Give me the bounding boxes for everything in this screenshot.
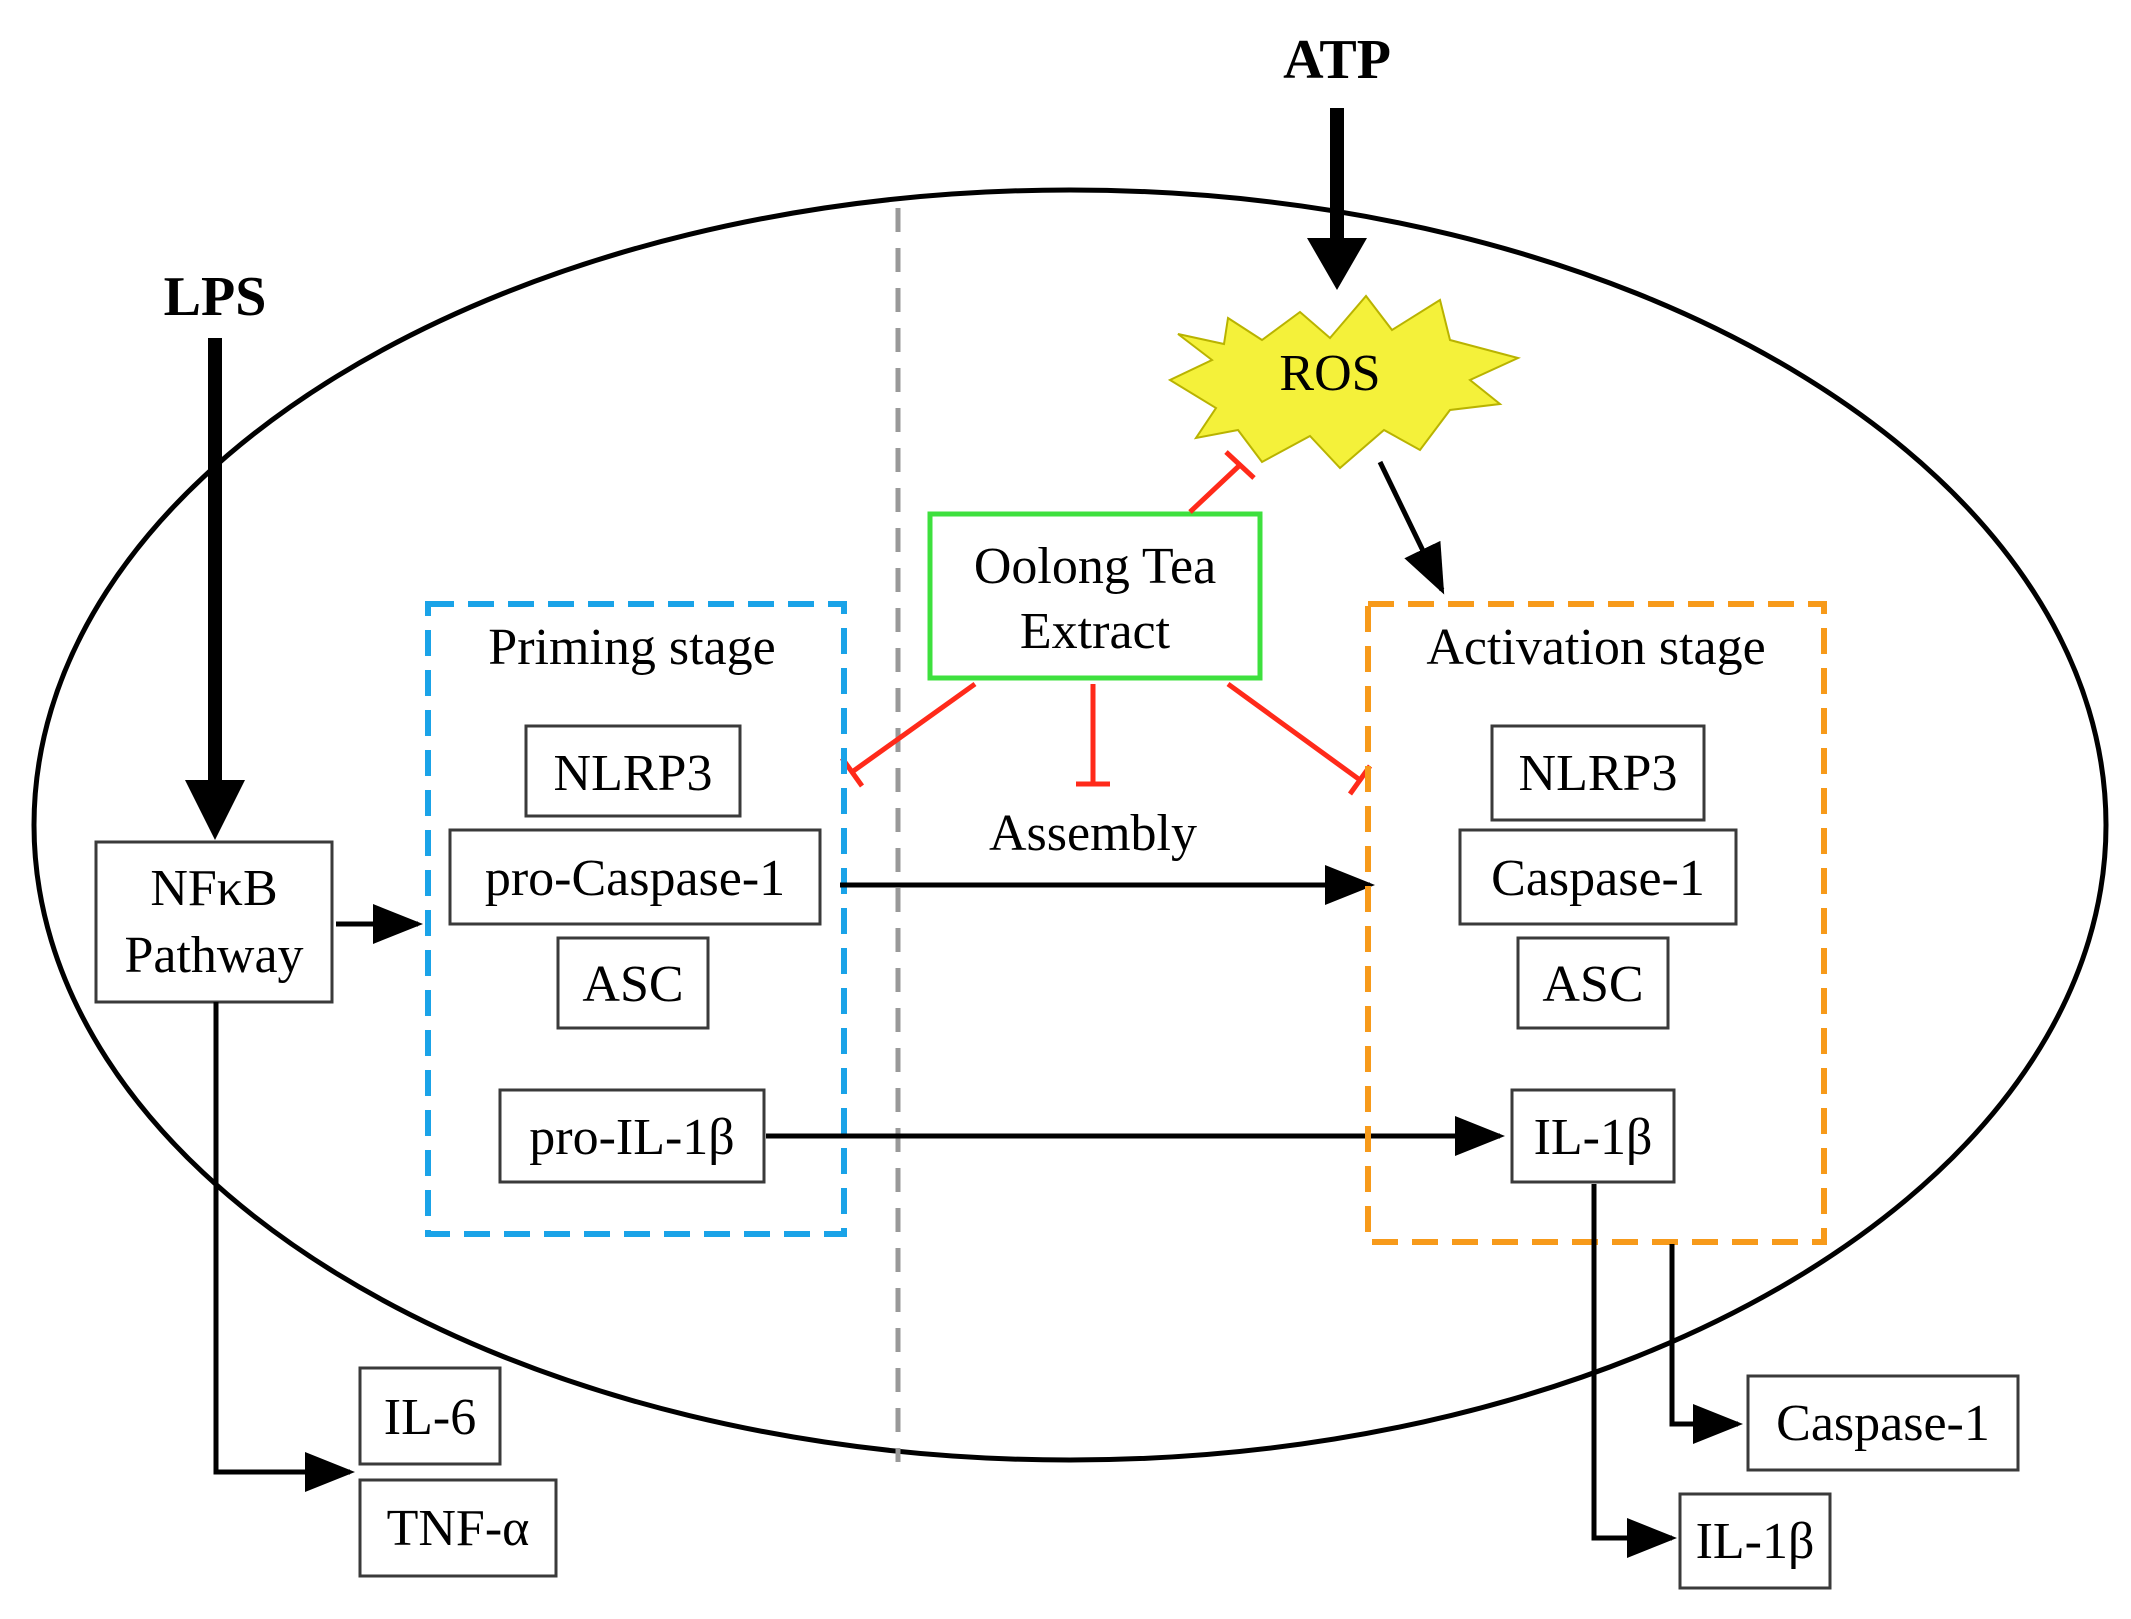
- il6-box: [358, 1366, 502, 1466]
- inhibitor-lines: [839, 450, 1373, 796]
- lps-arrow-head: [185, 780, 245, 840]
- activation-nlrp3-box: [1490, 724, 1706, 822]
- nfkb-label-line2: Pathway: [124, 927, 303, 984]
- nfkb-pathway-box: [94, 840, 334, 1004]
- priming-asc-label: ASC: [582, 956, 683, 1013]
- pro-il1b-label: pro-IL-1β: [529, 1109, 735, 1166]
- caspase1-output-box: [1746, 1374, 2020, 1472]
- inhibit-activation-line: [1226, 681, 1362, 783]
- il1b-output-label: IL-1β: [1696, 1513, 1815, 1570]
- caspase1-output-label: Caspase-1: [1776, 1395, 1990, 1452]
- priming-nlrp3-box: [524, 724, 742, 818]
- priming-stage-box: [425, 601, 847, 1237]
- atp-arrow-shaft: [1330, 108, 1344, 243]
- inhibit-ros-bar: [1224, 450, 1256, 480]
- lps-arrow-shaft: [208, 338, 222, 783]
- assembly-label: Assembly: [989, 805, 1197, 862]
- oolong-tea-label-line2: Extract: [1020, 603, 1171, 660]
- oolong-tea-label-line1: Oolong Tea: [974, 538, 1216, 595]
- il1b-output-box: [1678, 1492, 1832, 1590]
- oolong-tea-extract-box: [927, 511, 1263, 681]
- pro-il1b-box: [498, 1088, 766, 1184]
- activation-asc-label: ASC: [1542, 956, 1643, 1013]
- activation-caspase1-label: Caspase-1: [1491, 850, 1705, 907]
- ros-to-activation-arrow: [1377, 460, 1445, 595]
- priming-asc-box: [556, 936, 710, 1030]
- caspase-secretion-arrow: [1669, 1244, 1743, 1444]
- il1b-label: IL-1β: [1534, 1109, 1653, 1166]
- activation-nlrp3-label: NLRP3: [1519, 745, 1678, 802]
- nfkb-label-line1: NFκB: [150, 860, 277, 917]
- il6-label: IL-6: [384, 1389, 476, 1446]
- il1b-secretion-arrow: [1591, 1184, 1677, 1558]
- activation-asc-box: [1516, 936, 1670, 1030]
- tnf-box: [358, 1478, 558, 1578]
- atp-label: ATP: [1283, 29, 1391, 91]
- ros-burst: [1167, 294, 1521, 470]
- activation-stage-title: Activation stage: [1426, 619, 1765, 676]
- priming-stage-title: Priming stage: [488, 619, 775, 676]
- cell-membrane: [31, 187, 2109, 1463]
- activation-caspase1-box: [1458, 828, 1738, 926]
- inhibit-priming-line: [850, 681, 977, 775]
- nfkb-to-cytokines-arrow: [213, 1002, 355, 1492]
- inhibit-ros-line: [1188, 463, 1242, 514]
- ros-label: ROS: [1279, 345, 1380, 402]
- priming-pro-caspase1-label: pro-Caspase-1: [485, 850, 785, 907]
- atp-arrow-head: [1307, 238, 1367, 290]
- priming-pro-caspase1-box: [448, 828, 822, 926]
- tnf-label: TNF-α: [387, 1500, 530, 1557]
- il1b-box: [1510, 1088, 1676, 1184]
- priming-nlrp3-label: NLRP3: [554, 745, 713, 802]
- lps-label: LPS: [164, 266, 267, 328]
